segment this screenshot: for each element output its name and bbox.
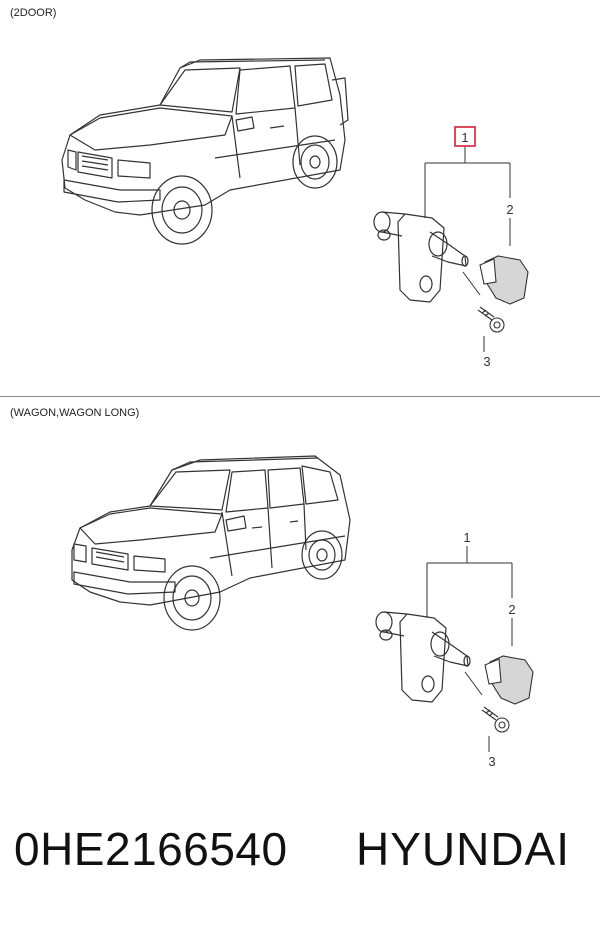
diagram-wagon-drawing: 1 2 3 xyxy=(71,455,534,769)
part-number: 0HE2166540 xyxy=(14,823,288,875)
diagram-wagon: (WAGON,WAGON LONG) xyxy=(0,400,600,800)
vehicle-wagon-illustration xyxy=(71,455,351,631)
callout-3-wagon: 3 xyxy=(488,754,495,769)
footer: 0HE2166540 HYUNDAI xyxy=(0,822,600,892)
callout-1-wagon: 1 xyxy=(463,530,470,545)
callout-2-2door: 2 xyxy=(506,202,513,217)
screw-part-2door xyxy=(477,306,505,333)
cap-part-wagon xyxy=(484,655,534,705)
diagram-2door-drawing: 1 2 3 xyxy=(61,57,529,369)
vehicle-2door-illustration xyxy=(61,57,349,245)
brand-name: HYUNDAI xyxy=(356,823,571,875)
callout-bracket-wagon xyxy=(426,546,513,752)
diagram-2door: (2DOOR) xyxy=(0,0,600,395)
callout-3-2door: 3 xyxy=(483,354,490,369)
variant-label-2door: (2DOOR) xyxy=(10,7,57,19)
screw-part-wagon xyxy=(481,706,510,733)
callout-1-highlight-2door xyxy=(454,126,476,147)
variant-label-wagon: (WAGON,WAGON LONG) xyxy=(10,407,140,419)
callout-1-2door: 1 xyxy=(461,130,468,145)
section-divider xyxy=(0,396,600,397)
door-striker-part-wagon xyxy=(375,611,471,703)
callout-2-wagon: 2 xyxy=(508,602,515,617)
cap-part-2door xyxy=(479,255,529,305)
callout-bracket-2door xyxy=(424,146,511,352)
door-striker-part-2door xyxy=(373,211,469,303)
